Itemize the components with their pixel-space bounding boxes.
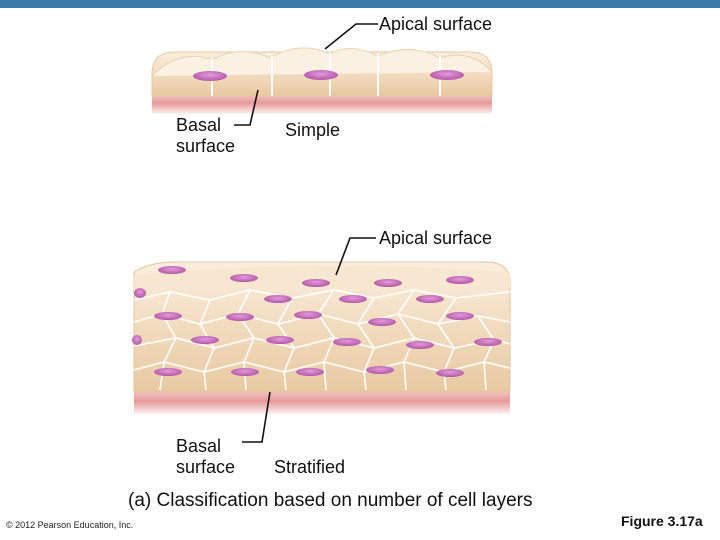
nucleus <box>296 368 324 376</box>
nucleus <box>294 311 322 319</box>
nucleus <box>436 369 464 377</box>
copyright-notice: © 2012 Pearson Education, Inc. <box>6 520 133 530</box>
nucleus <box>339 295 367 303</box>
nucleus <box>154 368 182 376</box>
simple-apical-surface-label: Apical surface <box>379 14 492 35</box>
nucleus <box>416 295 444 303</box>
figure-number: Figure 3.17a <box>621 513 703 529</box>
stratified-basal-surface-label-line1: Basal <box>176 436 221 457</box>
nucleus <box>134 288 146 298</box>
nucleus <box>266 336 294 344</box>
stratified-epithelium-illustration <box>132 262 510 414</box>
simple-apical-leader <box>325 24 378 49</box>
nucleus <box>191 336 219 344</box>
nucleus <box>430 70 464 80</box>
nucleus <box>226 313 254 321</box>
figure-caption: (a) Classification based on number of ce… <box>128 490 532 511</box>
simple-basal-surface-label-line2: surface <box>176 136 235 157</box>
nucleus <box>406 341 434 349</box>
simple-basal-surface-label-line1: Basal <box>176 115 221 136</box>
nucleus <box>368 318 396 326</box>
nucleus <box>230 274 258 282</box>
nucleus <box>264 295 292 303</box>
nucleus <box>302 279 330 287</box>
nucleus <box>446 276 474 284</box>
nucleus <box>193 71 227 81</box>
nucleus <box>366 366 394 374</box>
nucleus <box>333 338 361 346</box>
stratified-basal-surface-label-line2: surface <box>176 457 235 478</box>
nucleus <box>158 266 186 274</box>
nucleus <box>474 338 502 346</box>
stratified-type-label: Stratified <box>274 457 345 478</box>
nucleus <box>231 368 259 376</box>
stratified-apical-surface-label: Apical surface <box>379 228 492 249</box>
nucleus <box>304 70 338 80</box>
nucleus <box>446 312 474 320</box>
nucleus <box>132 335 142 345</box>
simple-type-label: Simple <box>285 120 340 141</box>
nucleus <box>154 312 182 320</box>
nucleus <box>374 279 402 287</box>
